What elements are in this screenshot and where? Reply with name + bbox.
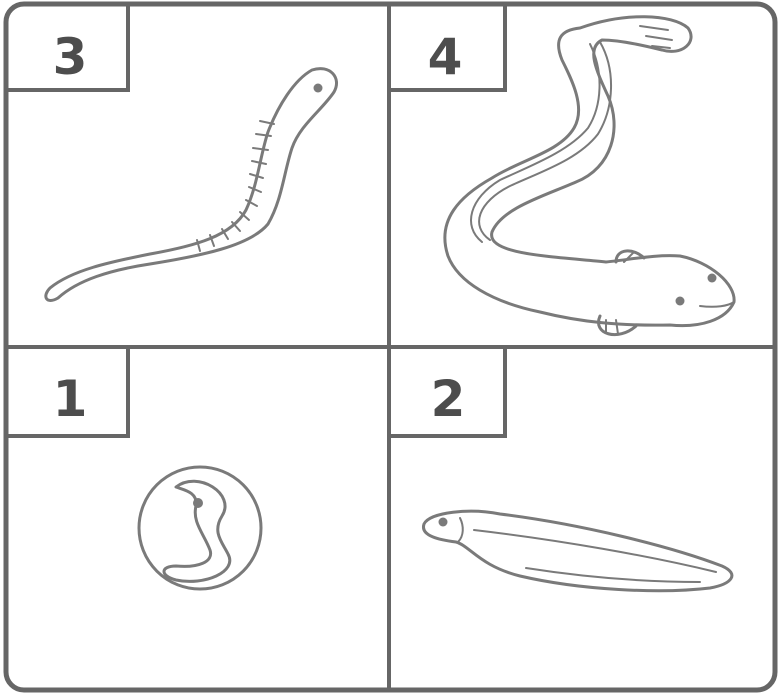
panel-2-number: 2 — [431, 370, 466, 428]
panel-4-number: 4 — [428, 28, 463, 86]
leaf-larva-eye — [439, 518, 448, 527]
panel-1-number: 1 — [53, 370, 88, 428]
panel-3-number: 3 — [53, 28, 88, 86]
eel-gill-spot — [676, 297, 685, 306]
larva-eye — [314, 84, 323, 93]
eel-eye — [708, 274, 717, 283]
egg-embryo-eye — [193, 498, 203, 508]
